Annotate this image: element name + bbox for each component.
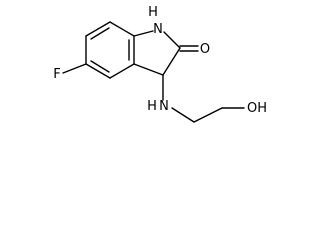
ring-nitrogen-label: N	[153, 22, 163, 37]
bond-c5-c4	[85, 63, 111, 79]
double-bond-c5-c4	[90, 60, 110, 73]
carbonyl-oxygen-label: O	[200, 42, 210, 57]
bond-c7a-c7	[109, 21, 135, 37]
bond-n1-c2	[163, 31, 181, 49]
bond-c2-c3	[162, 47, 181, 76]
bond-c7a-n1	[133, 30, 154, 37]
ring-nh-hydrogen-label: H	[148, 5, 158, 20]
bond-c3-c3a	[133, 63, 164, 76]
amine-hydrogen-label: H	[147, 99, 157, 114]
fluorine-label: F	[53, 67, 60, 82]
lactam-ring	[133, 30, 181, 76]
benzene-ring	[85, 21, 135, 79]
bond-c5-f	[62, 63, 87, 74]
bond-c7-c6	[85, 21, 111, 37]
carbonyl-group	[179, 45, 199, 52]
double-bond-c7-c6	[90, 27, 110, 40]
hydroxyethylamino-chain	[162, 74, 245, 123]
chemical-structure: H N O F H N OH	[53, 5, 267, 123]
bond-c4-c3a	[109, 63, 135, 79]
amine-nitrogen-label: N	[159, 99, 169, 114]
hydroxyl-label: OH	[247, 101, 267, 116]
bond-ch2-ch2	[193, 107, 223, 123]
bond-nh-ch2	[171, 107, 195, 123]
